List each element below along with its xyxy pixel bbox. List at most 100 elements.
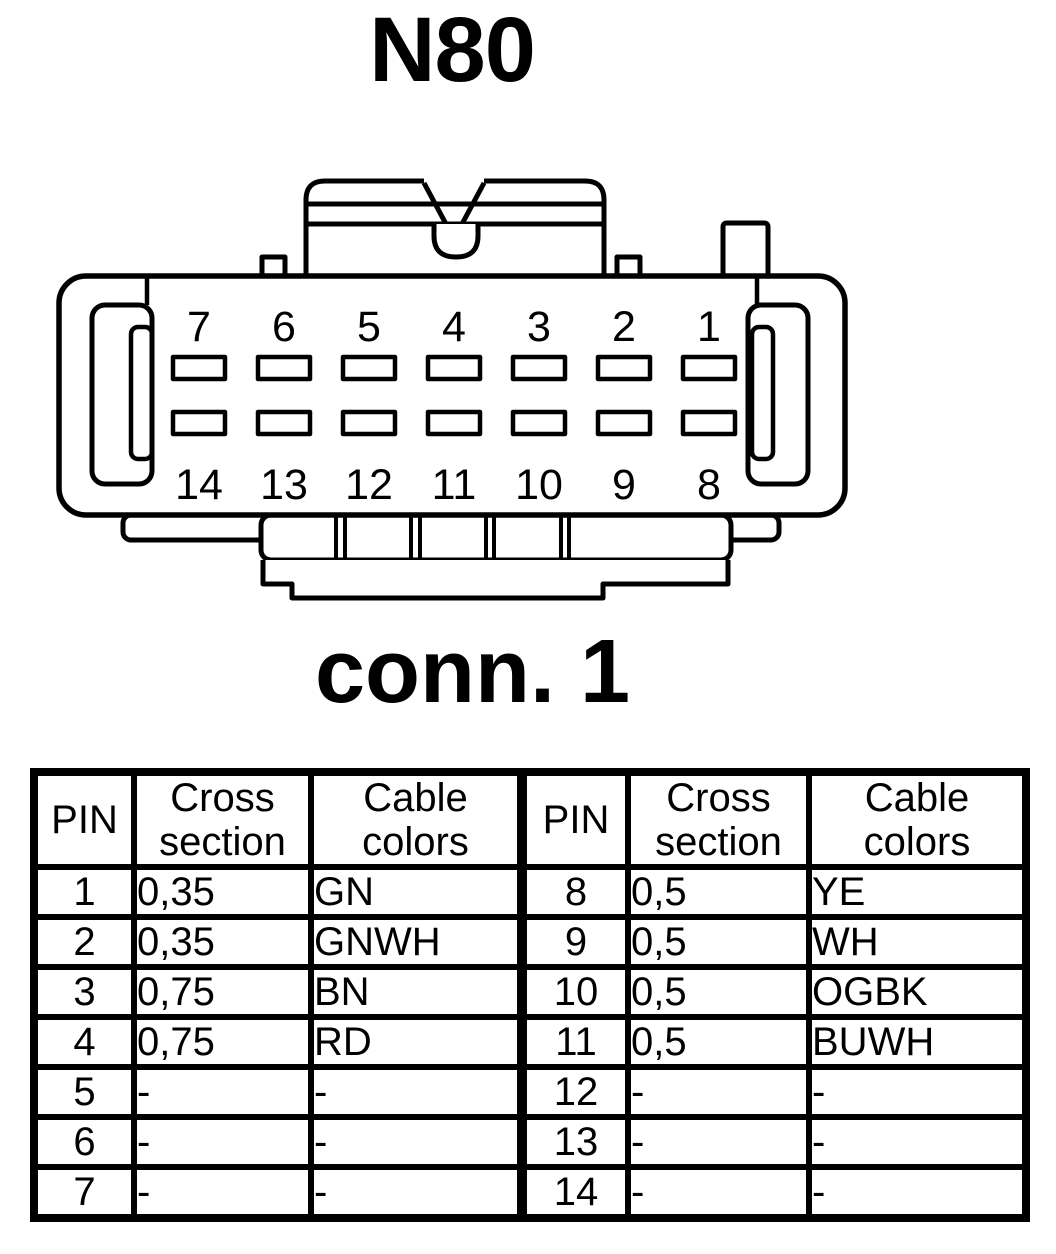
colors-cell: BUWH bbox=[806, 1014, 1029, 1070]
header-label: section bbox=[159, 820, 286, 864]
cross-cell: 0,75 bbox=[131, 1014, 314, 1070]
pin-number: 1 bbox=[697, 303, 721, 351]
header-label: colors bbox=[863, 820, 971, 864]
connector-diagram: 7 6 5 4 3 2 1 14 13 12 11 10 9 8 bbox=[56, 178, 848, 601]
skirt-lower-lip bbox=[260, 560, 731, 601]
cross-cell: 0,5 bbox=[625, 864, 812, 920]
header-label: Cross bbox=[170, 776, 275, 820]
pin-number: 4 bbox=[442, 303, 466, 351]
table-row: 5 - - 12 - - bbox=[31, 1064, 1029, 1120]
colors-cell: WH bbox=[806, 914, 1029, 970]
colors-cell: GNWH bbox=[308, 914, 525, 970]
pin-cell: 10 bbox=[517, 964, 631, 1020]
pin-number: 2 bbox=[612, 303, 636, 351]
pin-hole bbox=[340, 409, 398, 437]
header-label: section bbox=[655, 820, 782, 864]
pin-hole bbox=[680, 354, 738, 382]
pin-number: 7 bbox=[187, 303, 211, 351]
latch-tongue bbox=[431, 224, 481, 260]
pin-number: 5 bbox=[357, 303, 381, 351]
pin-number: 12 bbox=[345, 461, 393, 509]
pin-hole bbox=[255, 409, 313, 437]
cross-cell: 0,35 bbox=[131, 864, 314, 920]
colors-cell: - bbox=[806, 1164, 1029, 1221]
pin-cell: 3 bbox=[31, 964, 137, 1020]
header-label: PIN bbox=[542, 798, 610, 842]
pin-numbers-top: 7 6 5 4 3 2 1 bbox=[187, 303, 721, 351]
pin-cell: 14 bbox=[517, 1164, 631, 1221]
pin-hole bbox=[255, 354, 313, 382]
cross-cell: - bbox=[131, 1064, 314, 1120]
guide-slot-right-outer bbox=[745, 302, 811, 487]
pin-cell: 6 bbox=[31, 1114, 137, 1170]
table-row: 1 0,35 GN 8 0,5 YE bbox=[31, 864, 1029, 920]
header-label: colors bbox=[362, 820, 469, 864]
skirt-segment-dividers bbox=[334, 517, 571, 558]
pin-number: 3 bbox=[527, 303, 551, 351]
pin-hole bbox=[425, 409, 483, 437]
latch-top-outline-right bbox=[484, 178, 607, 276]
colors-cell: - bbox=[806, 1114, 1029, 1170]
colors-cell: - bbox=[308, 1114, 525, 1170]
pin-number: 10 bbox=[515, 461, 563, 509]
header-pin-left: PIN bbox=[31, 769, 137, 870]
cross-cell: 0,5 bbox=[625, 964, 812, 1020]
pin-hole bbox=[425, 354, 483, 382]
pin-holes-top-row bbox=[170, 354, 738, 382]
colors-cell: - bbox=[308, 1164, 525, 1221]
header-pin-right: PIN bbox=[517, 769, 631, 870]
colors-cell: BN bbox=[308, 964, 525, 1020]
colors-cell: GN bbox=[308, 864, 525, 920]
pin-hole bbox=[170, 409, 228, 437]
colors-cell: - bbox=[806, 1064, 1029, 1120]
colors-cell: YE bbox=[806, 864, 1029, 920]
pin-cell: 7 bbox=[31, 1164, 137, 1221]
pin-hole bbox=[680, 409, 738, 437]
pin-number: 8 bbox=[697, 461, 721, 509]
pin-hole bbox=[510, 354, 568, 382]
pin-holes-bottom-row bbox=[170, 409, 738, 437]
guide-slot-left-inner bbox=[128, 324, 155, 462]
cross-cell: 0,35 bbox=[131, 914, 314, 970]
connector-body bbox=[56, 273, 848, 518]
pin-number: 6 bbox=[272, 303, 296, 351]
header-label: Cross bbox=[666, 776, 771, 820]
pin-cell: 1 bbox=[31, 864, 137, 920]
table-row: 2 0,35 GNWH 9 0,5 WH bbox=[31, 914, 1029, 970]
colors-cell: OGBK bbox=[806, 964, 1029, 1020]
table-row: 6 - - 13 - - bbox=[31, 1114, 1029, 1170]
pin-hole bbox=[510, 409, 568, 437]
guide-slot-right-inner bbox=[749, 324, 776, 462]
pin-hole bbox=[595, 354, 653, 382]
pin-number: 14 bbox=[175, 461, 223, 509]
cross-cell: - bbox=[625, 1114, 812, 1170]
page-title: N80 bbox=[369, 0, 536, 101]
pin-hole bbox=[595, 409, 653, 437]
cross-cell: 0,5 bbox=[625, 914, 812, 970]
pin-cell: 4 bbox=[31, 1014, 137, 1070]
pin-hole bbox=[170, 354, 228, 382]
cross-cell: - bbox=[625, 1164, 812, 1221]
header-label: Cable bbox=[864, 776, 970, 820]
cross-cell: - bbox=[131, 1114, 314, 1170]
pin-number: 9 bbox=[612, 461, 636, 509]
cross-cell: 0,75 bbox=[131, 964, 314, 1020]
pin-cell: 2 bbox=[31, 914, 137, 970]
top-tab-right bbox=[720, 220, 771, 276]
table-row: 3 0,75 BN 10 0,5 OGBK bbox=[31, 964, 1029, 1020]
pin-cell: 9 bbox=[517, 914, 631, 970]
cross-cell: - bbox=[625, 1064, 812, 1120]
pin-cell: 13 bbox=[517, 1114, 631, 1170]
pin-cell: 12 bbox=[517, 1064, 631, 1120]
table-row: 4 0,75 RD 11 0,5 BUWH bbox=[31, 1014, 1029, 1070]
colors-cell: - bbox=[308, 1064, 525, 1120]
table-row: 7 - - 14 - - bbox=[31, 1164, 1029, 1221]
pin-cell: 5 bbox=[31, 1064, 137, 1120]
latch-top-outline-left bbox=[303, 178, 424, 276]
